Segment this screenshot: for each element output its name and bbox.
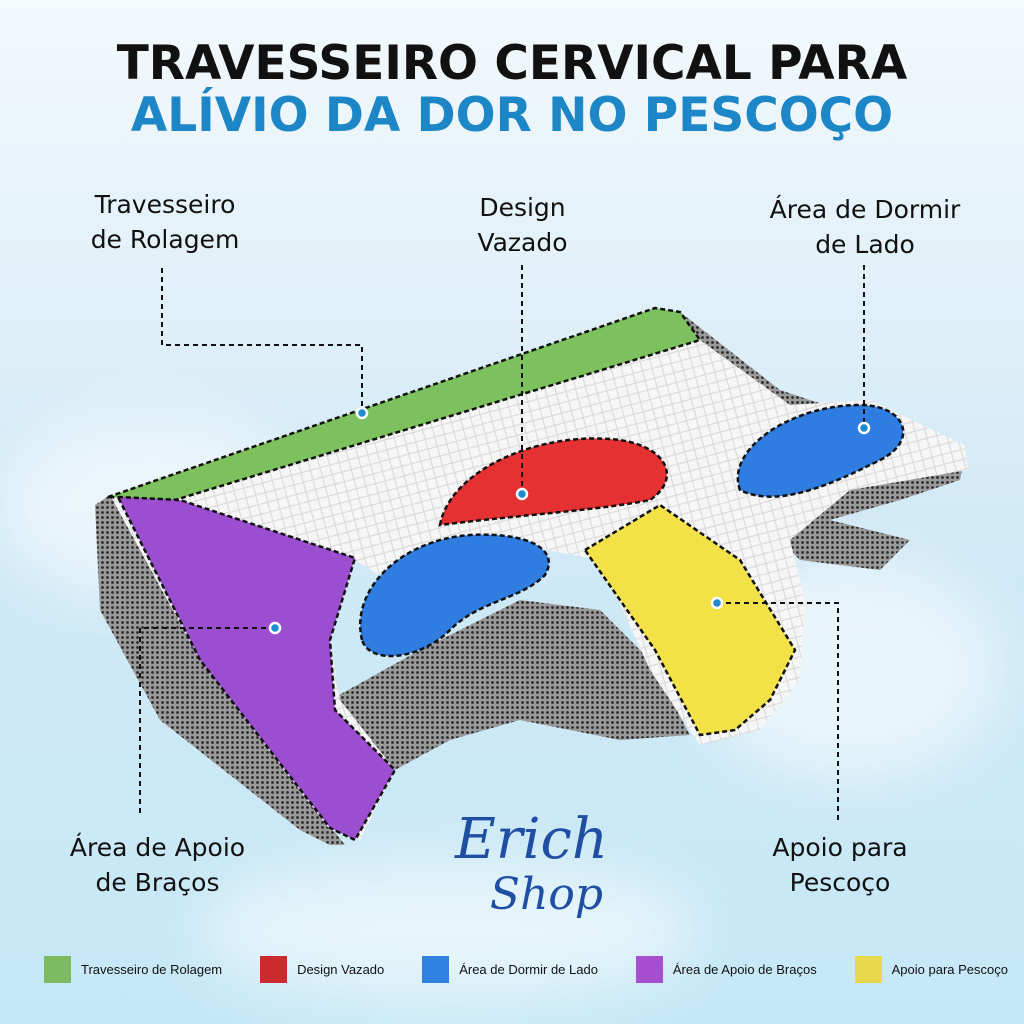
legend-label: Design Vazado <box>297 962 385 977</box>
legend-label: Área de Apoio de Braços <box>672 962 817 977</box>
callout-line: Apoio para <box>772 833 908 862</box>
brand-logo: Erich Shop <box>455 810 608 920</box>
legend-label: Travesseiro de Rolagem <box>81 962 223 977</box>
title-line-1: TRAVESSEIRO CERVICAL PARA <box>116 36 908 91</box>
callout-line: Área de Apoio <box>69 833 246 862</box>
legend: Travesseiro de Rolagem Design Vazado Áre… <box>44 956 1008 983</box>
zone-dormir-lado-1 <box>359 533 551 658</box>
callout-line: Travesseiro <box>94 190 236 219</box>
legend-swatch <box>635 956 663 983</box>
legend-item: Área de Dormir de Lado <box>422 956 598 983</box>
callout-line: de Braços <box>95 868 220 897</box>
zone-apoio-bracos <box>115 495 397 842</box>
zone-apoio-pescoco <box>583 503 797 737</box>
callout-line: Área de Dormir <box>769 195 961 224</box>
legend-label: Apoio para Pescoço <box>891 962 1008 977</box>
legend-swatch <box>260 956 288 983</box>
callout-apoio-pescoco: Apoio para Pescoço <box>755 830 925 900</box>
legend-swatch <box>854 956 882 983</box>
pillow-front-mesh <box>330 600 690 770</box>
callout-line: de Rolagem <box>90 225 240 254</box>
title-line-2: ALÍVIO DA DOR NO PESCOÇO <box>130 88 894 143</box>
callout-line: Pescoço <box>789 868 891 897</box>
brand-line-2: Shop <box>489 869 604 920</box>
zone-rolagem <box>107 306 703 502</box>
leader-lines <box>139 265 865 820</box>
callout-design-vazado: Design Vazado <box>440 190 605 260</box>
callout-line: Vazado <box>477 228 568 257</box>
brand-line-1: Erich <box>455 807 608 872</box>
legend-swatch <box>44 956 71 983</box>
legend-item: Travesseiro de Rolagem <box>44 956 222 983</box>
legend-item: Área de Apoio de Braços <box>635 956 817 983</box>
pillow-side-mesh <box>95 495 345 845</box>
legend-item: Design Vazado <box>260 956 384 983</box>
legend-swatch <box>422 956 450 983</box>
callout-line: Design <box>479 193 566 222</box>
callout-dormir-lado: Área de Dormir de Lado <box>740 192 990 262</box>
callout-apoio-bracos: Área de Apoio de Braços <box>55 830 260 900</box>
callout-travesseiro-rolagem: Travesseiro de Rolagem <box>80 187 250 257</box>
legend-item: Apoio para Pescoço <box>854 956 1008 983</box>
zone-design-vazado <box>438 437 669 527</box>
legend-label: Área de Dormir de Lado <box>459 962 598 977</box>
callout-line: de Lado <box>815 230 915 259</box>
marker-dots <box>268 406 871 635</box>
